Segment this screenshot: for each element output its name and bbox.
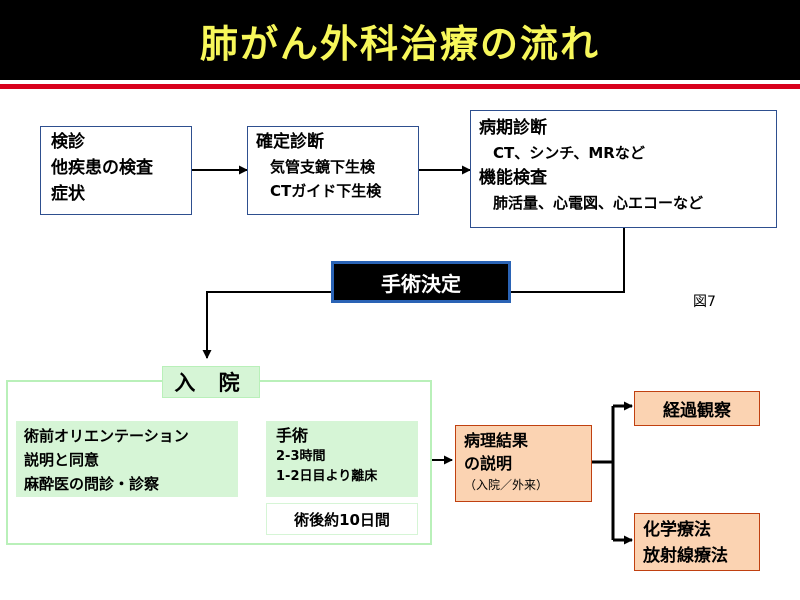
exam-box: 検診 他疾患の検査 症状 [40, 126, 192, 215]
preop-box: 術前オリエンテーション 説明と同意 麻酔医の問診・診察 [16, 421, 238, 497]
staging-detail: CT、シンチ、MRなど [493, 144, 645, 162]
pathology-note: （入院／外来） [464, 478, 549, 492]
staging-heading: 病期診断 [479, 118, 547, 138]
preop-item-1: 術前オリエンテーション [24, 427, 189, 445]
surgery-duration: 2-3時間 [276, 449, 326, 464]
observation-label: 経過観察 [663, 401, 731, 421]
function-test-heading: 機能検査 [479, 168, 547, 188]
title-underline [0, 84, 800, 89]
arrow-decision-to-admission [202, 291, 331, 359]
preop-item-3: 麻酔医の問診・診察 [24, 475, 160, 493]
surgery-box: 手術 2-3時間 1-2日目より離床 [266, 421, 418, 497]
postop-stay: 術後約10日間 [266, 503, 418, 535]
observation-box: 経過観察 [634, 391, 760, 426]
preop-item-2: 説明と同意 [24, 451, 100, 469]
pathology-line-2: の説明 [464, 454, 513, 473]
surgery-decision: 手術決定 [331, 261, 511, 303]
connector-staging-to-decision [511, 228, 625, 293]
staging-box: 病期診断 CT、シンチ、MRなど 機能検査 肺活量、心電図、心エコーなど [470, 110, 777, 228]
chemotherapy-label: 化学療法 [643, 520, 711, 540]
diagnosis-heading: 確定診断 [256, 132, 324, 152]
surgery-ambulation: 1-2日目より離床 [276, 469, 378, 484]
pathology-box: 病理結果 の説明 （入院／外来） [455, 425, 592, 502]
diagnosis-item-1: 気管支鏡下生検 [270, 158, 376, 176]
function-test-detail: 肺活量、心電図、心エコーなど [493, 194, 704, 212]
surgery-heading: 手術 [276, 426, 309, 445]
exam-item-1: 検診 [51, 132, 85, 152]
pathology-line-1: 病理結果 [464, 431, 529, 450]
adjuvant-therapy-box: 化学療法 放射線療法 [634, 513, 760, 571]
admission-label: 入 院 [162, 366, 260, 398]
postop-stay-label: 術後約10日間 [294, 510, 390, 529]
diagnosis-item-2: CTガイド下生検 [270, 182, 382, 200]
definitive-diagnosis-box: 確定診断 気管支鏡下生検 CTガイド下生検 [247, 126, 419, 215]
exam-item-2: 他疾患の検査 [51, 158, 153, 178]
figure-label: 図7 [693, 294, 716, 310]
title-banner [0, 0, 800, 80]
exam-item-3: 症状 [51, 184, 85, 204]
radiotherapy-label: 放射線療法 [643, 546, 728, 566]
page-title: 肺がん外科治療の流れ [199, 21, 600, 66]
